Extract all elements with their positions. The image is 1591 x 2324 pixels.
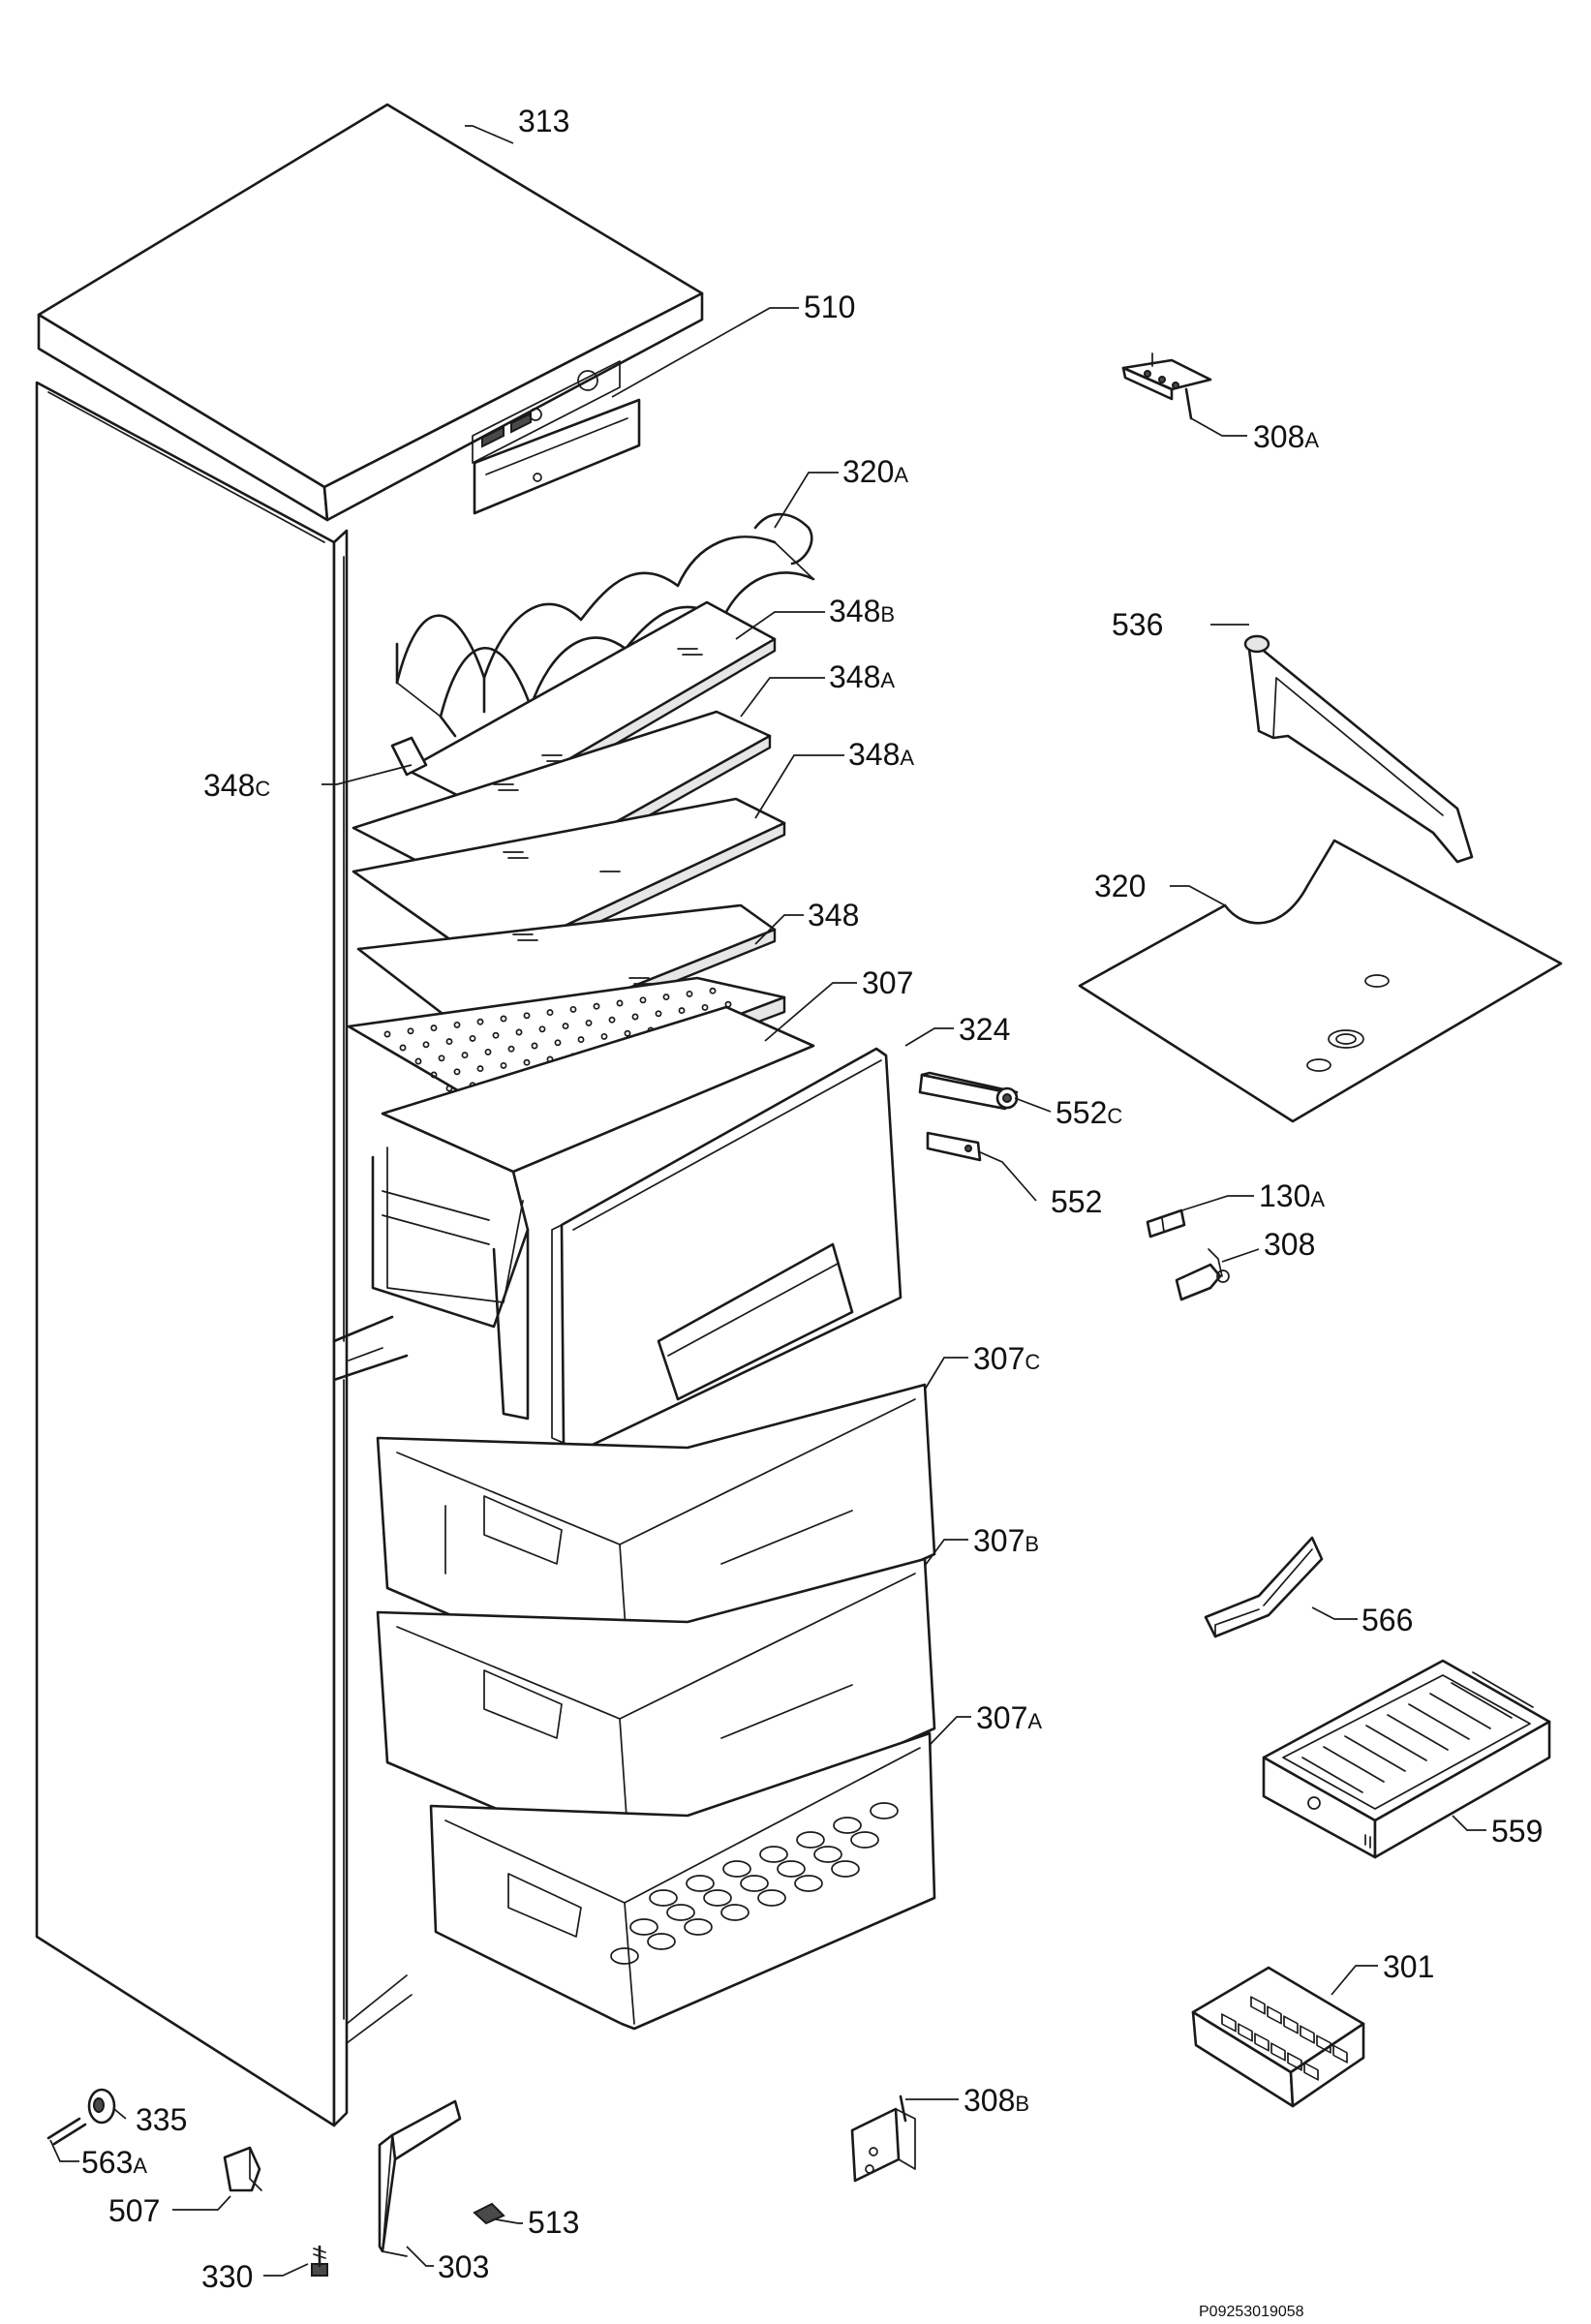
label-307C: 307C [973, 1341, 1040, 1376]
label-348: 348 [808, 898, 859, 933]
cabinet-body [35, 381, 413, 2127]
top-panel [37, 103, 704, 522]
label-563A: 563A [81, 2145, 147, 2180]
control-panel [473, 398, 641, 515]
label-301: 301 [1383, 1949, 1434, 1984]
part-507 [223, 2146, 262, 2192]
leader-lines [49, 125, 1486, 2277]
pin-563A [46, 2117, 87, 2146]
label-552: 552 [1051, 1184, 1102, 1219]
part-130A [1146, 1208, 1186, 1238]
label-513: 513 [528, 2205, 579, 2240]
hinge-308A [1121, 352, 1212, 420]
label-308B: 308B [964, 2083, 1029, 2118]
label-303: 303 [438, 2249, 489, 2284]
part-308 [1175, 1248, 1230, 1301]
label-335: 335 [136, 2102, 187, 2137]
foot-335 [87, 2088, 116, 2125]
label-552C: 552C [1056, 1095, 1122, 1130]
label-330: 330 [201, 2259, 253, 2294]
label-320A: 320A [842, 454, 908, 489]
label-307A: 307A [976, 1700, 1042, 1735]
label-313: 313 [518, 104, 569, 138]
glass-plate-320 [1078, 839, 1563, 1123]
label-507: 507 [108, 2193, 160, 2228]
label-348B: 348B [829, 594, 895, 628]
part-513 [473, 2202, 505, 2225]
ice-tray-559 [1262, 1659, 1551, 1859]
rail-552C [918, 1071, 1019, 1111]
label-566: 566 [1362, 1603, 1413, 1637]
label-320: 320 [1094, 869, 1146, 903]
reference-code: P09253019058 [1199, 2304, 1304, 2320]
label-348A-lower: 348A [848, 737, 914, 772]
label-348C: 348C [203, 768, 270, 803]
part-labels: 313 510 308A 320A 348B 536 348A 348C 348… [81, 104, 1543, 2294]
label-536: 536 [1112, 607, 1163, 642]
label-510: 510 [804, 290, 855, 324]
hinge-308B [850, 2095, 916, 2183]
label-308A: 308A [1253, 419, 1319, 454]
wine-rack [395, 512, 815, 738]
ice-scraper-566 [1204, 1536, 1324, 1638]
label-308: 308 [1264, 1227, 1315, 1262]
divider-536 [1243, 634, 1474, 864]
label-307: 307 [862, 965, 913, 1000]
rail-552 [926, 1131, 982, 1162]
ice-cube-tray-301 [1191, 1966, 1365, 2108]
label-559: 559 [1491, 1814, 1543, 1849]
crisper-drawer-307 [371, 1005, 815, 1421]
label-307B: 307B [973, 1523, 1039, 1558]
freezer-drawer-307A [429, 1731, 936, 2031]
screw-330 [311, 2245, 328, 2277]
kickplate-303 [378, 2099, 462, 2257]
label-324: 324 [959, 1012, 1010, 1047]
label-348A-upper: 348A [829, 659, 895, 694]
label-130A: 130A [1259, 1178, 1325, 1213]
